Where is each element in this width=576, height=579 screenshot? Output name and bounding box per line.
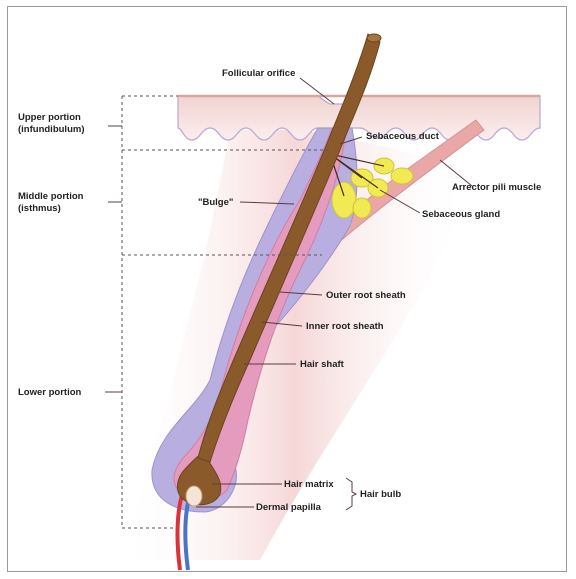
hair-tip (367, 34, 381, 42)
dermal-papilla-shape (186, 486, 202, 506)
inner-root-sheath-label: Inner root sheath (306, 321, 384, 332)
dermal-papilla-label: Dermal papilla (256, 502, 322, 513)
middle-portion-label: Middle portion (18, 191, 84, 202)
upper-portion-label: Upper portion (18, 112, 81, 123)
bulge-label: "Bulge" (198, 197, 233, 208)
hair-bulb-label: Hair bulb (360, 489, 401, 500)
outer-root-sheath-label: Outer root sheath (326, 290, 406, 301)
hair-shaft-label: Hair shaft (300, 359, 345, 370)
lower-portion-label: Lower portion (18, 387, 82, 398)
sebaceous-gland-label: Sebaceous gland (422, 209, 500, 220)
middle-portion-sublabel: (isthmus) (18, 203, 61, 214)
sebaceous-duct-label: Sebaceous duct (366, 131, 440, 142)
follicular-orifice-label: Follicular orifice (222, 68, 295, 79)
arrector-pili-muscle-label: Arrector pili muscle (452, 182, 541, 193)
hair-matrix-label: Hair matrix (284, 479, 334, 490)
upper-portion-sublabel: (infundibulum) (18, 124, 84, 135)
